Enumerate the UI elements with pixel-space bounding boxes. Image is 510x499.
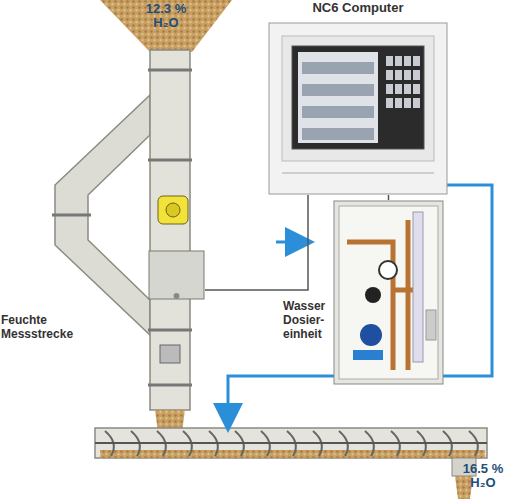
moisture-sensor [158, 196, 188, 224]
signal-cable [205, 195, 308, 290]
main-pipe [150, 50, 190, 410]
computer-box: NC6 Computer [268, 22, 448, 195]
grain-inflow [100, 0, 232, 52]
grain-in-conveyor [100, 450, 485, 458]
node-label: Wasser Dosier- einheit [283, 300, 331, 341]
moisture-value: 12.3 % H₂O [140, 2, 192, 31]
grain-outflow [455, 476, 473, 499]
node-label: Feuchte Messstrecke [1, 314, 81, 342]
computer-shape [268, 22, 448, 195]
signal-cable [388, 195, 389, 200]
cable-line [205, 195, 308, 290]
node-label: NC6 Computer [248, 1, 468, 16]
sensor-head [166, 203, 180, 217]
valve [160, 345, 180, 363]
moisture-value: 16.5 % H₂O [456, 462, 510, 491]
water-line [228, 185, 492, 418]
junction-shape [148, 250, 205, 300]
screw-shaft [95, 442, 487, 444]
water-inlet-arrow [276, 241, 300, 244]
screw-conveyor [95, 428, 487, 458]
cable-line [388, 195, 390, 200]
water-dosing-unit: Wasser Dosier- einheit [333, 200, 444, 385]
measuring-section: Feuchte Messstrecke [148, 250, 205, 300]
cabinet-shape [333, 200, 444, 385]
